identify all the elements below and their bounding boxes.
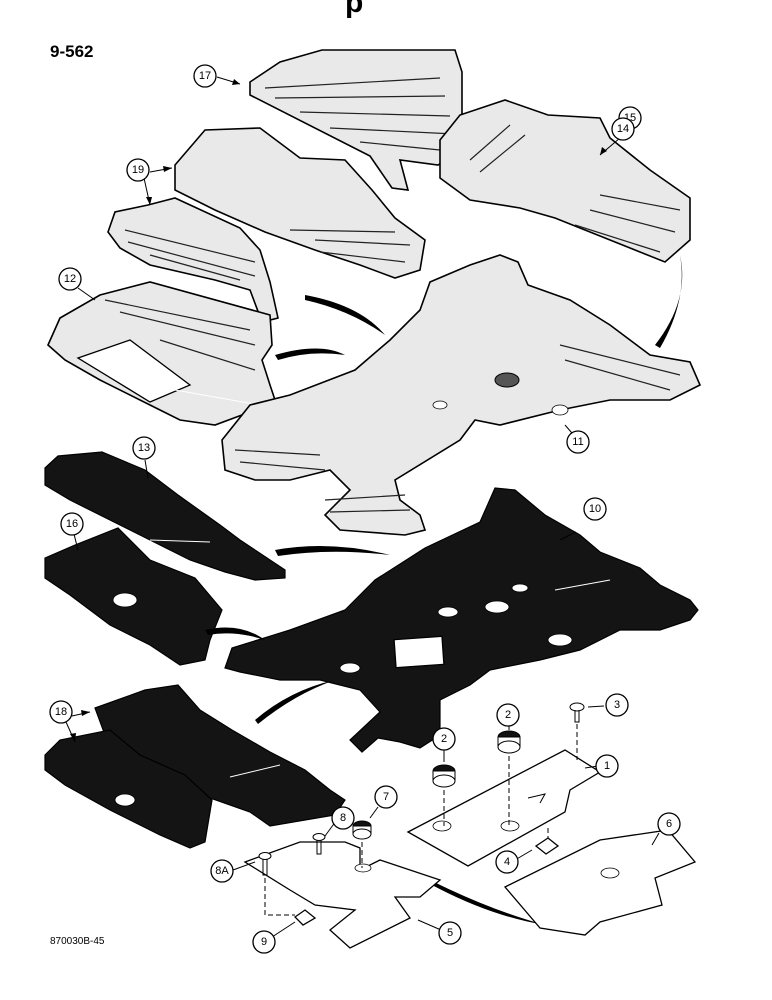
- screw-8a: [258, 852, 272, 876]
- access-plate-5: [243, 841, 442, 949]
- plug-2b: [497, 730, 521, 754]
- svg-text:18: 18: [55, 706, 67, 718]
- page-title: p: [345, 0, 364, 19]
- svg-text:8A: 8A: [215, 865, 229, 877]
- svg-text:9: 9: [261, 936, 267, 948]
- svg-text:13: 13: [138, 442, 150, 454]
- svg-text:6: 6: [666, 818, 672, 830]
- floor-mat-11: [221, 254, 702, 536]
- floor-mat-19: [107, 127, 426, 323]
- callout-10: 10: [583, 497, 607, 521]
- access-plate-1: [406, 749, 602, 867]
- svg-text:19: 19: [132, 164, 144, 176]
- page-number: 9-562: [50, 42, 94, 61]
- callout-3: 3: [605, 693, 629, 717]
- svg-text:16: 16: [66, 518, 78, 530]
- callout-5: 5: [438, 921, 462, 945]
- svg-text:1: 1: [604, 760, 610, 772]
- clip-4: [534, 837, 560, 855]
- callout-2a: 2: [432, 727, 456, 751]
- alignment-lines: [264, 724, 578, 916]
- svg-text:10: 10: [589, 503, 601, 515]
- svg-text:7: 7: [383, 791, 389, 803]
- plug-7: [352, 820, 372, 840]
- clip-9: [293, 909, 317, 926]
- callout-2b: 2: [496, 703, 520, 727]
- svg-text:2: 2: [505, 709, 511, 721]
- callout-14: 14: [611, 117, 635, 141]
- insulation-13: [44, 451, 286, 581]
- svg-text:3: 3: [614, 699, 620, 711]
- callout-18: 18: [49, 700, 73, 724]
- insulation-18: [44, 684, 346, 849]
- callout-8a: 8A: [210, 859, 234, 883]
- callout-8: 8: [331, 806, 355, 830]
- callout-13: 13: [132, 436, 156, 460]
- callout-17: 17: [193, 64, 217, 88]
- plug-2a: [432, 764, 456, 788]
- callout-12: 12: [58, 267, 82, 291]
- callout-11: 11: [566, 430, 590, 454]
- screw-3: [569, 702, 585, 723]
- svg-text:4: 4: [504, 856, 510, 868]
- floor-mat-17: [249, 49, 463, 191]
- figure-id: 870030B-45: [50, 936, 105, 947]
- floor-mat-12: [47, 281, 276, 426]
- svg-text:8: 8: [340, 812, 346, 824]
- insulation-16: [44, 527, 223, 666]
- svg-text:5: 5: [447, 927, 453, 939]
- screw-8: [312, 833, 326, 855]
- callout-6: 6: [657, 812, 681, 836]
- svg-text:2: 2: [441, 733, 447, 745]
- callout-1: 1: [595, 754, 619, 778]
- svg-text:14: 14: [617, 123, 629, 135]
- access-plate-6: [503, 829, 697, 936]
- leader-arrowheads: [70, 79, 607, 742]
- svg-text:17: 17: [199, 70, 211, 82]
- callout-4: 4: [495, 850, 519, 874]
- insulation-10: [224, 487, 699, 753]
- svg-text:12: 12: [64, 273, 76, 285]
- callout-9: 9: [252, 930, 276, 954]
- callout-7: 7: [374, 785, 398, 809]
- callout-16: 16: [60, 512, 84, 536]
- svg-text:11: 11: [572, 436, 583, 448]
- assembly-arrows: [205, 255, 683, 925]
- callout-19: 19: [126, 158, 150, 182]
- floor-mat-14-15: [439, 99, 691, 263]
